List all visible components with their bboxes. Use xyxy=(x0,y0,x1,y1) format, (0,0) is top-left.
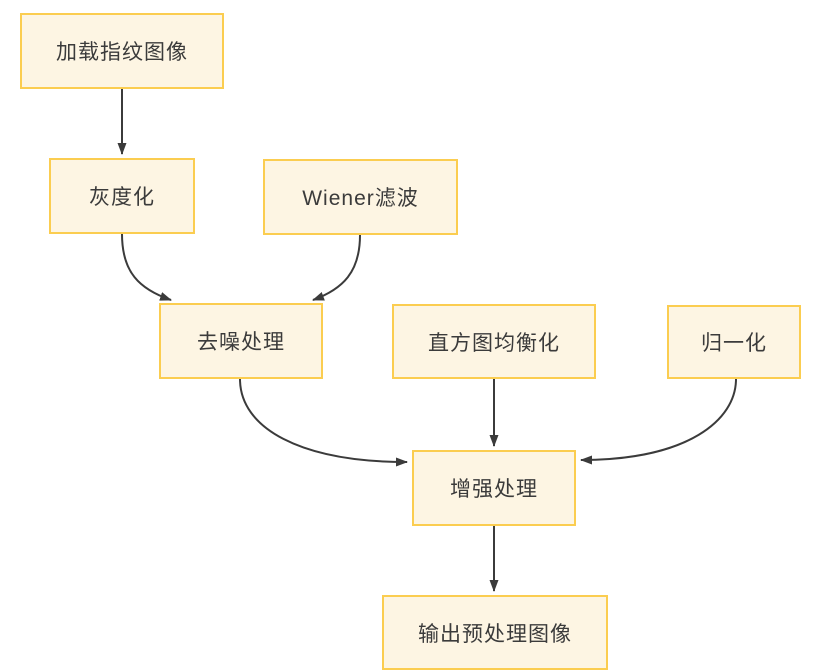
edge-denoise-to-enhance xyxy=(239,378,408,467)
edge-wiener-to-denoise xyxy=(312,234,361,301)
edge-gray-to-denoise xyxy=(121,233,172,301)
node-normalization[interactable]: 归一化 xyxy=(667,305,801,379)
node-wiener-filter[interactable]: Wiener滤波 xyxy=(263,159,458,235)
node-enhancement[interactable]: 增强处理 xyxy=(412,450,576,526)
node-denoise[interactable]: 去噪处理 xyxy=(159,303,323,379)
node-grayscale[interactable]: 灰度化 xyxy=(49,158,195,234)
node-histogram-equalization[interactable]: 直方图均衡化 xyxy=(392,304,596,379)
node-load-fingerprint-image[interactable]: 加载指纹图像 xyxy=(20,13,224,89)
node-output-preprocessed-image[interactable]: 输出预处理图像 xyxy=(382,595,608,670)
edge-norm-to-enhance xyxy=(580,378,737,465)
